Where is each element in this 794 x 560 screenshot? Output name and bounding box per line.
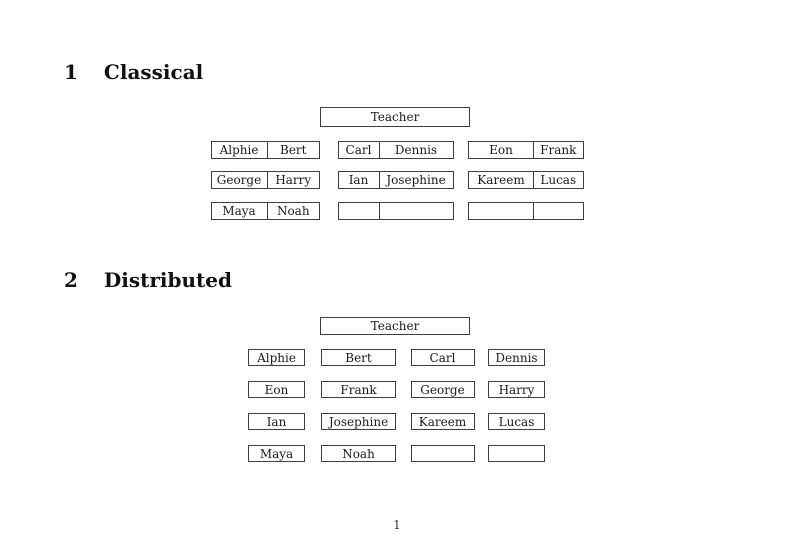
seat-left bbox=[469, 203, 534, 219]
desk bbox=[488, 445, 545, 462]
desk: Bert bbox=[321, 349, 396, 366]
desk: Noah bbox=[321, 445, 396, 462]
page-number: 1 bbox=[393, 518, 401, 532]
seat-left: Eon bbox=[469, 142, 534, 158]
seat-right: Bert bbox=[280, 143, 307, 157]
seat-left: George bbox=[212, 172, 268, 188]
teacher-box: Teacher bbox=[320, 107, 470, 127]
desk: Kareem bbox=[410, 413, 475, 430]
desk: Alphie bbox=[248, 349, 305, 366]
desk: Lucas bbox=[488, 413, 545, 430]
seat-left bbox=[339, 203, 380, 219]
seat-right: Josephine bbox=[386, 173, 446, 187]
seat-left: Ian bbox=[339, 172, 380, 188]
section-number: 1 bbox=[64, 60, 78, 84]
seat-left: Carl bbox=[339, 142, 380, 158]
seat-left: Kareem bbox=[469, 172, 534, 188]
seat-right: Harry bbox=[275, 173, 312, 187]
seat-left: Maya bbox=[212, 203, 268, 219]
seat-right: Dennis bbox=[394, 143, 438, 157]
desk: Kareem Lucas bbox=[468, 171, 584, 189]
desk: Ian bbox=[248, 413, 305, 430]
desk: Maya bbox=[248, 445, 305, 462]
desk: Alphie Bert bbox=[210, 141, 320, 159]
desk bbox=[468, 202, 584, 220]
section-heading-distributed: 2 Distributed bbox=[64, 270, 232, 290]
desk: Carl Dennis bbox=[337, 141, 454, 159]
desk: Harry bbox=[488, 381, 545, 398]
desk: Carl bbox=[410, 349, 475, 366]
desk bbox=[410, 445, 475, 462]
desk: Maya Noah bbox=[210, 202, 320, 220]
seat-right: Frank bbox=[540, 143, 577, 157]
section-heading-classical: 1 Classical bbox=[64, 62, 203, 82]
section-title: Classical bbox=[103, 60, 204, 84]
desk: George Harry bbox=[210, 171, 320, 189]
desk: Frank bbox=[321, 381, 396, 398]
desk: Josephine bbox=[321, 413, 396, 430]
desk: Eon Frank bbox=[468, 141, 584, 159]
desk: Eon bbox=[248, 381, 305, 398]
section-title: Distributed bbox=[103, 268, 232, 292]
desk bbox=[337, 202, 454, 220]
seat-right bbox=[380, 203, 453, 219]
desk: Dennis bbox=[488, 349, 545, 366]
seat-right bbox=[534, 203, 583, 219]
seat-left: Alphie bbox=[212, 142, 268, 158]
desk: George bbox=[410, 381, 475, 398]
desk: Ian Josephine bbox=[337, 171, 454, 189]
seat-right: Lucas bbox=[540, 173, 577, 187]
teacher-box: Teacher bbox=[320, 317, 470, 335]
section-number: 2 bbox=[64, 268, 78, 292]
seat-right: Noah bbox=[276, 204, 310, 218]
